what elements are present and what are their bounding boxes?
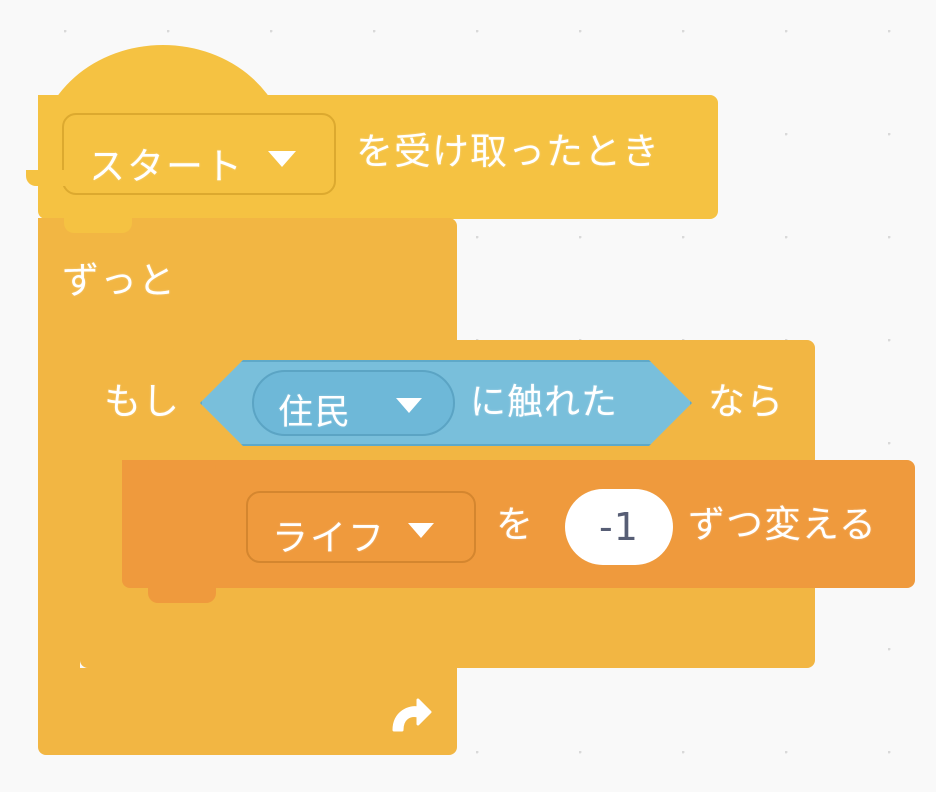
when-i-receive-block[interactable]: スタート を受け取ったとき (38, 45, 718, 219)
if-block-label: もし (104, 380, 180, 423)
touching-target-dropdown[interactable]: 住民 (252, 370, 455, 436)
variable-dropdown-value: ライフ (272, 518, 387, 559)
forever-top-notch (64, 218, 132, 233)
change-variable-middle-label: を (496, 503, 534, 546)
if-block-top-notch (106, 340, 174, 355)
touching-target-value: 住民 (278, 393, 353, 433)
message-dropdown[interactable]: スタート (62, 113, 336, 195)
hat-block-body (38, 95, 718, 219)
message-dropdown-value: スタート (88, 145, 244, 188)
change-amount-input[interactable]: -1 (565, 489, 673, 565)
caret-down-icon (268, 151, 296, 167)
caret-down-icon (396, 398, 422, 413)
hat-block-bottom-notch (26, 170, 94, 186)
change-amount-value: -1 (599, 505, 639, 549)
loop-arrow-icon (392, 698, 432, 732)
variable-dropdown[interactable]: ライフ (246, 491, 476, 563)
then-label: なら (708, 380, 784, 423)
touching-suffix-label: に触れた (470, 382, 619, 423)
change-variable-top-notch (148, 460, 216, 475)
change-variable-by-block[interactable] (122, 460, 915, 588)
forever-block-label: ずっと (62, 259, 176, 302)
caret-down-icon (408, 523, 434, 538)
when-i-receive-suffix-label: を受け取ったとき (356, 130, 660, 173)
change-variable-suffix-label: ずつ変える (688, 503, 877, 546)
change-variable-bottom-notch (148, 588, 216, 603)
